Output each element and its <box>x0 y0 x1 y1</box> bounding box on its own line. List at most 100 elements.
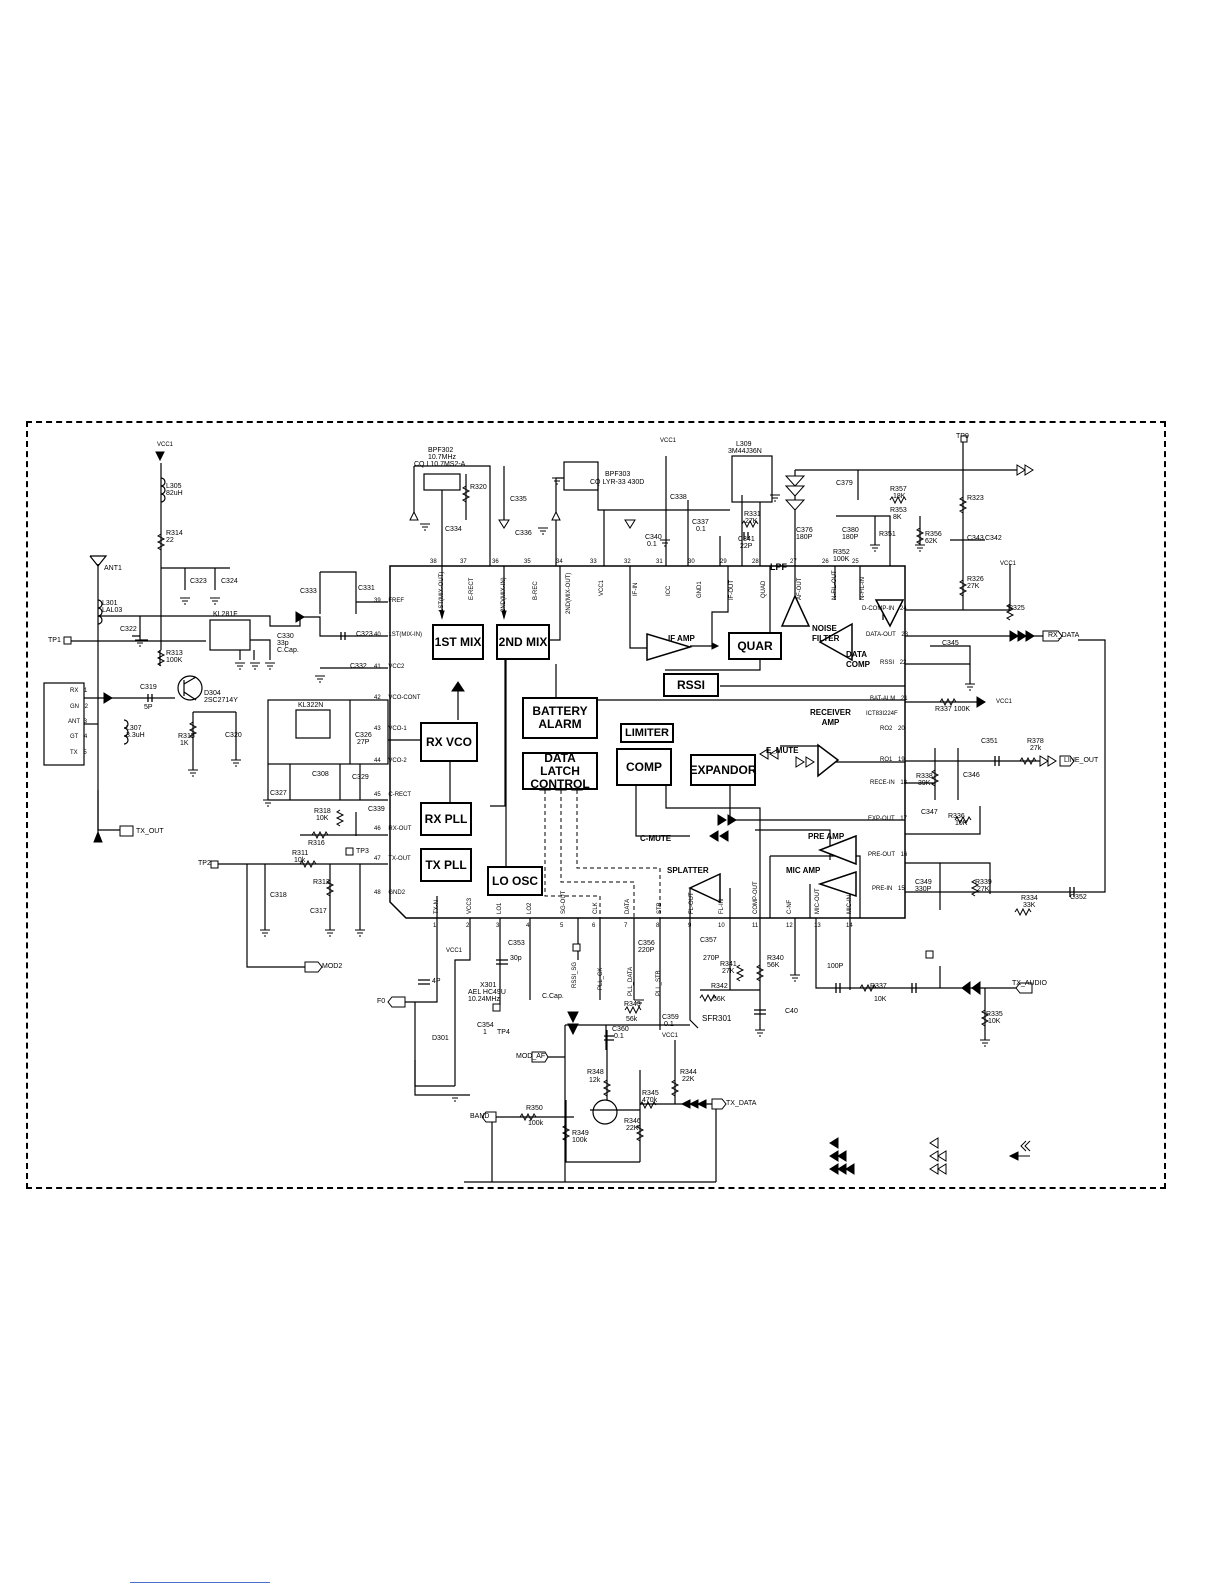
vcc1-label-tx: VCC1 <box>662 1033 679 1039</box>
ic-pin-2-num: 2 <box>466 923 470 929</box>
c345-label: C345 <box>942 640 959 647</box>
c308-label: C308 <box>312 771 329 778</box>
ic-pin-33-num: 33 <box>590 559 597 565</box>
vcc1-label-bottom: VCC1 <box>446 948 463 954</box>
c343-label: C343 <box>967 535 984 542</box>
ic-pin-rx-out: 46 RX-OUT <box>374 826 412 832</box>
ic-pin-27-name: AF-OUT <box>797 577 803 600</box>
ic-part-number: ICT83I224F <box>866 711 898 717</box>
ic-pin-1-num: 1 <box>433 923 437 929</box>
c354-label: C354 <box>477 1022 494 1029</box>
ic-pin-tx-out: 47 TX-OUT <box>374 856 411 862</box>
bpf302-label: BPF302 <box>428 447 454 454</box>
c359-value: 0.1 <box>664 1021 674 1028</box>
band-label: BAND <box>470 1113 490 1120</box>
ic-pin-38-name: 1ST(MIX-OUT) <box>439 571 445 612</box>
tp2-label: TP2 <box>198 860 211 867</box>
r337-top-label: R337 100K <box>935 706 971 713</box>
r340-label: R340 <box>767 955 784 962</box>
mod-af-label: MOD_AF <box>516 1053 546 1060</box>
x301-freq: 10.24MHz <box>468 996 500 1003</box>
pll-ck-label: PLL_CK <box>598 967 604 990</box>
r338-label: R338 <box>916 773 933 780</box>
c357-label: C357 <box>700 937 717 944</box>
c318-label: C318 <box>270 892 287 899</box>
c376-value: 180P <box>796 534 813 541</box>
r341-value: 27K <box>722 968 735 975</box>
ic-pin-rssi: RSSI 22 <box>880 660 907 666</box>
c359-label: C359 <box>662 1014 679 1021</box>
bpf303-label: BPF303 <box>605 471 631 478</box>
r345-value: 470k <box>642 1097 658 1104</box>
r338-value: 39K <box>918 780 931 787</box>
ic-pin-5-name: SG-OUT <box>561 890 567 914</box>
data-comp-label: DATA COMP <box>846 650 870 669</box>
r352-label: R352 <box>833 549 850 556</box>
c322-label: C322 <box>120 626 137 633</box>
r326-value: 27K <box>967 583 980 590</box>
c349-value: 330P <box>915 886 932 893</box>
c351-label: C351 <box>981 738 998 745</box>
c331-label: C331 <box>358 585 375 592</box>
c336-label: C336 <box>515 530 532 537</box>
ic-pin-12-name: C-NF <box>787 899 793 914</box>
r357-value: 18K <box>893 493 906 500</box>
c379-label: C379 <box>836 480 853 487</box>
bpf303-part: CQ LYR-33 430D <box>590 479 645 486</box>
connector-pin-rx: RX 1 <box>70 688 88 694</box>
r378-value: 27k <box>1030 745 1042 752</box>
ic-pin-38-num: 38 <box>430 559 437 565</box>
r343-label: R343 <box>624 1001 641 1008</box>
c332-label: C332 <box>350 663 367 670</box>
ic-pin-pre-in: PRE-IN 15 <box>872 886 905 892</box>
c354-value: 1 <box>483 1029 487 1036</box>
bpf302-part: CQ L10.7MS2-A <box>414 461 466 468</box>
rx-pll-block: RX PLL <box>420 802 472 836</box>
r339-value: 27K <box>977 886 990 893</box>
d304-label: D304 <box>204 690 221 697</box>
r335-value: 10K <box>988 1018 1001 1025</box>
tx-audio-label: TX_AUDIO <box>1012 980 1048 987</box>
r316-label: R316 <box>308 840 325 847</box>
receiver-amp-label: RECEIVER AMP <box>810 708 851 727</box>
ic-pin-4-name: LO2 <box>527 902 533 914</box>
ic-pin-11-num: 11 <box>752 923 759 929</box>
mod2-label: MOD2 <box>322 963 343 970</box>
vcc1-label-top: VCC1 <box>157 442 174 448</box>
ic-pin-10-num: 10 <box>718 923 725 929</box>
r313-value: 100K <box>166 657 183 664</box>
ic-pin-13-num: 13 <box>814 923 821 929</box>
r357-label: R357 <box>890 486 907 493</box>
quar-block: QUAR <box>728 632 782 660</box>
ic-pin-ro1: RO1 19 <box>880 757 905 763</box>
r344-label: R344 <box>680 1069 697 1076</box>
r335-label: R335 <box>986 1011 1003 1018</box>
ccap-label-2: C.Cap. <box>542 993 564 1000</box>
noise-filter-label: NOISE FILTER <box>812 624 840 643</box>
ic-pin-35-name: B-REC <box>533 581 539 600</box>
vcc1-label-right: VCC1 <box>1000 561 1017 567</box>
ic-pin-37-name: E-RECT <box>469 577 475 600</box>
expandor-block: EXPANDOR <box>689 754 757 786</box>
c329-label: C329 <box>352 774 369 781</box>
ic-pin-31-name: ICC <box>666 585 672 596</box>
ic-pin-35-num: 35 <box>524 559 531 565</box>
e-mute-label: E_MUTE <box>766 746 799 755</box>
r351-label: R351 <box>879 531 896 538</box>
ic-pin-3-name: LO1 <box>497 902 503 914</box>
r315-value: 1K <box>180 740 189 747</box>
l307-label: L307 <box>126 725 142 732</box>
ic-pin-30-num: 30 <box>688 559 695 565</box>
bpf302-freq: 10.7MHz <box>428 454 457 461</box>
ic-pin-fref: 39 FREF <box>374 598 405 604</box>
ic-pin-34-num: 34 <box>556 559 563 565</box>
ic-pin-10-name: FL-IN <box>719 899 725 914</box>
r336-value: 10K <box>955 820 968 827</box>
ccap-label-1: C.Cap. <box>277 647 299 654</box>
tx-data-label: TX_DATA <box>726 1100 757 1107</box>
tp4-label: TP4 <box>497 1029 510 1036</box>
r337-bottom-value: 10K <box>874 996 887 1003</box>
c353-label: C353 <box>508 940 525 947</box>
ic-pin-14-num: 14 <box>846 923 853 929</box>
